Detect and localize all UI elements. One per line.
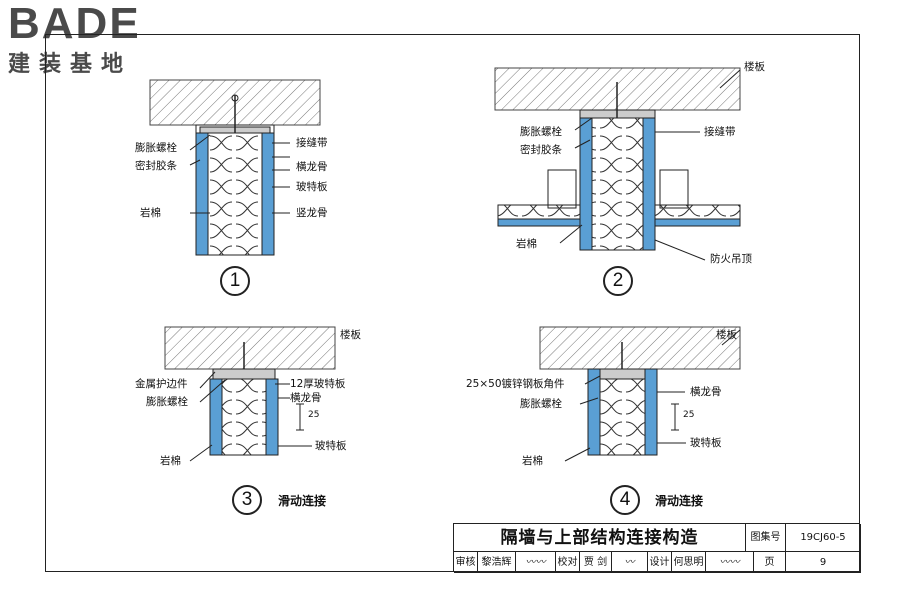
checker-name: 贾 剑 [580,552,612,573]
review-label: 审核 [454,552,478,573]
detail-1-drawing [149,79,321,256]
brand-logo-subtitle: 建装基地 [8,52,133,77]
detail-2-ceiling-right [654,204,741,220]
designer-signature: 〰〰 [706,552,754,573]
detail-1-board-right [261,132,275,256]
drawing-frame [45,34,860,572]
detail-3-label-board12: 12厚玻特板 [290,378,346,390]
detail-3-label-board: 玻特板 [315,440,347,452]
detail-1-label-wool: 岩棉 [140,207,161,219]
detail-1-wool [207,132,263,256]
detail-1-label-bolt: 膨胀螺栓 [135,142,177,154]
detail-4-label-slab: 楼板 [716,329,737,341]
checker-signature: 〰 [612,552,648,573]
drawing-title: 隔墙与上部结构连接构造 [454,524,746,552]
atlas-no: 19CJ60-5 [786,524,861,552]
detail-4-drawing [539,326,741,462]
brand-logo: BADE [8,0,141,48]
detail-1-label-runner: 横龙骨 [296,161,328,173]
detail-3-number: 3 [232,485,262,515]
design-label: 设计 [648,552,672,573]
detail-3-label-runner: 横龙骨 [290,392,322,404]
detail-3-label-dim: 25 [308,410,320,420]
detail-1-label-stud: 竖龙骨 [296,207,328,219]
detail-4-number: 4 [610,485,640,515]
detail-2-label-tape: 接缝带 [704,126,736,138]
page-number: 9 [786,552,861,573]
detail-4-label-runner: 横龙骨 [690,386,722,398]
reviewer-signature: 〰〰 [516,552,556,573]
detail-4-label-bolt: 膨胀螺栓 [520,398,562,410]
check-label: 校对 [556,552,580,573]
detail-3-label-edge: 金属护边件 [135,378,188,390]
atlas-no-label: 图集号 [746,524,786,552]
detail-4-label-angle: 25×50镀锌钢板角件 [466,378,565,390]
detail-4-label-dim: 25 [683,410,695,420]
detail-3-label-bolt: 膨胀螺栓 [146,396,188,408]
detail-1-label-tape: 接缝带 [296,137,328,149]
title-block: 隔墙与上部结构连接构造 图集号 19CJ60-5 审核 黎浩辉 〰〰 校对 贾 … [453,523,861,573]
detail-2-number: 2 [603,266,633,296]
detail-2-ceiling-left [497,204,581,220]
detail-3-caption: 滑动连接 [278,494,327,508]
detail-1-label-board: 玻特板 [296,181,328,193]
page-label: 页 [754,552,786,573]
detail-2-label-slab: 楼板 [744,61,765,73]
reviewer-name: 黎浩辉 [478,552,516,573]
detail-3-drawing [164,326,336,462]
detail-2-label-wool: 岩棉 [516,238,537,250]
detail-4-label-wool: 岩棉 [522,455,543,467]
detail-3-label-wool: 岩棉 [160,455,181,467]
detail-2-label-bolt: 膨胀螺栓 [520,126,562,138]
detail-1-number: 1 [220,266,250,296]
designer-name: 何思明 [672,552,706,573]
detail-1-board-left [195,132,209,256]
detail-2-drawing [494,67,741,261]
detail-4-label-board: 玻特板 [690,437,722,449]
detail-2-label-ceiling: 防火吊顶 [710,253,752,265]
detail-4-caption: 滑动连接 [655,494,704,508]
detail-2-label-seal: 密封胶条 [520,144,562,156]
detail-1-label-seal: 密封胶条 [135,160,177,172]
detail-3-label-slab: 楼板 [340,329,361,341]
